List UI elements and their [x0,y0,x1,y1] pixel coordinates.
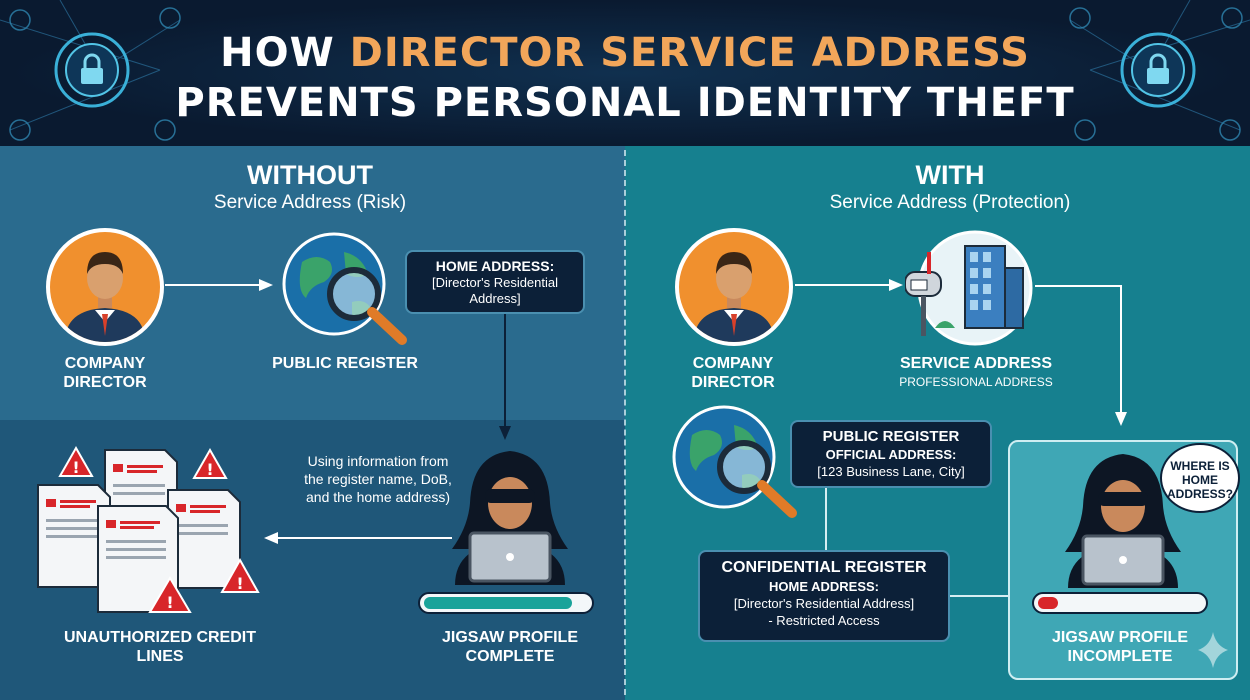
profile-incomplete-label: JIGSAW PROFILE INCOMPLETE [1051,629,1188,665]
director-avatar-left [46,228,164,346]
svg-text:!: ! [236,574,243,593]
circuit-background [0,0,1250,141]
hacker-note: Using information from the register name… [304,453,452,505]
documents-warning-icon: !!!! [37,445,260,613]
page-title-line2: PREVENTS PERSONAL IDENTITY THEFT [175,80,1075,126]
public-register-box: PUBLIC REGISTER OFFICIAL ADDRESS: [123 B… [790,420,992,488]
with-title: WITH [915,160,985,190]
globe-magnifier-icon-left [282,232,407,345]
conf-box-line3: [Director's Residential Address] [733,596,915,611]
hacker-icon-right [1065,454,1181,588]
lock-icon-right [1120,32,1196,108]
progress-bar-incomplete [1032,592,1208,614]
document-stack [37,449,241,613]
globe-magnifier-icon-right [672,405,797,518]
header: HOW DIRECTOR SERVICE ADDRESS PREVENTS PE… [0,0,1250,146]
sparkle-icon [1198,632,1228,668]
credit-lines-label: UNAUTHORIZED CREDIT LINES [64,629,256,665]
public-box-title: PUBLIC REGISTER [822,428,960,445]
confidential-register-box: CONFIDENTIAL REGISTER HOME ADDRESS: [Dir… [698,550,950,642]
svg-text:!: ! [72,458,79,477]
public-box-line3: [123 Business Lane, City] [817,464,965,479]
svg-text:!: ! [166,593,173,612]
with-subtitle: Service Address (Protection) [829,192,1071,213]
without-title: WITHOUT [247,160,373,190]
warning-icon-group [58,445,260,613]
connector-lines [825,488,1015,597]
svg-text:!: ! [206,460,213,479]
progress-bar-complete [418,592,594,614]
speech-bubble: WHERE IS HOME ADDRESS? [1160,443,1240,513]
office-building-mailbox-icon [905,230,1033,346]
home-address-box-left: HOME ADDRESS: [Director's Residential Ad… [405,250,585,314]
arrow-box-to-hacker [499,314,511,440]
panel-divider [624,150,626,695]
progress-fill-incomplete [1038,597,1058,609]
lock-icon-left [54,32,130,108]
director-avatar-right [675,228,793,346]
conf-box-line2: HOME ADDRESS: [768,579,880,594]
arrow-director-to-register [165,279,273,291]
arrow-director-to-service [795,279,903,291]
profile-complete-label: JIGSAW PROFILE COMPLETE [441,629,578,665]
arrow-service-to-hacker [1035,285,1127,426]
progress-fill-complete [424,597,572,609]
director-label-right: COMPANY DIRECTOR [691,355,775,391]
director-label-left: COMPANY DIRECTOR [63,355,147,391]
home-box-text: [Director's Residential Address] [431,275,559,306]
without-subtitle: Service Address (Risk) [213,192,407,213]
hacker-icon-left [452,451,568,585]
conf-box-title: CONFIDENTIAL REGISTER [721,559,927,576]
service-address-label: SERVICE ADDRESS [899,355,1053,372]
title-highlight: DIRECTOR SERVICE ADDRESS [349,30,1030,76]
conf-box-line4: - Restricted Access [768,613,880,628]
service-address-sub: PROFESSIONAL ADDRESS [899,375,1053,389]
home-box-title: HOME ADDRESS: [435,258,555,274]
page-title-line1: HOW DIRECTOR SERVICE ADDRESS [220,30,1030,76]
public-box-line2: OFFICIAL ADDRESS: [825,447,957,462]
register-label-left: PUBLIC REGISTER [272,355,418,372]
arrow-hacker-to-credit [264,532,452,544]
